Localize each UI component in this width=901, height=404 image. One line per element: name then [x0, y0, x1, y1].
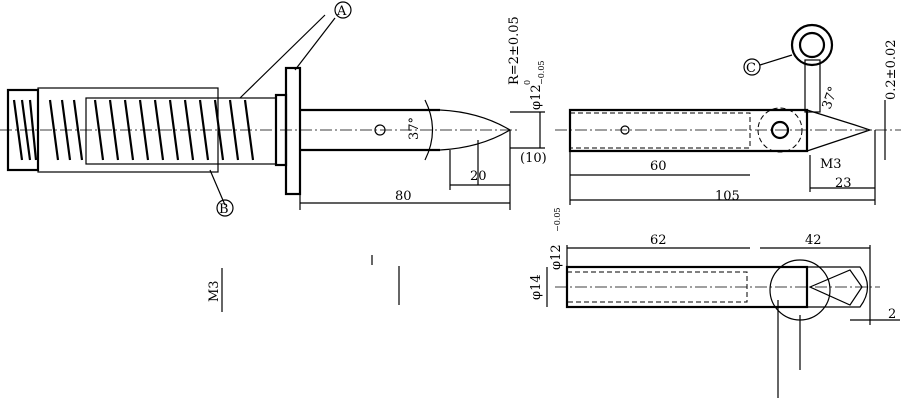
length-80: 80 [395, 189, 412, 204]
diameter-tol-lower: −0.05 [537, 60, 546, 85]
svg-text:B: B [219, 202, 229, 217]
gap-label: 0.2±0.02 [884, 39, 899, 100]
length-23: 23 [835, 176, 852, 191]
callout-b: B [216, 199, 234, 217]
thread-m3: M3 [820, 157, 842, 172]
pin-top-view [555, 23, 901, 205]
svg-text:A: A [336, 4, 347, 19]
offset-2: 2 [888, 307, 896, 322]
svg-text:C: C [746, 61, 756, 76]
spring-coils [12, 99, 255, 161]
diameter-12: φ12 [549, 244, 564, 270]
length-60: 60 [650, 159, 667, 174]
radius-label: R=2±0.05 [507, 16, 522, 85]
spring-housing-assembly [0, 14, 545, 210]
angle-37-right: 37° [820, 85, 842, 112]
callout-c: C [743, 58, 761, 76]
length-105: 105 [715, 189, 740, 204]
diameter-14: φ14 [529, 274, 544, 300]
angle-label: 37° [407, 117, 422, 140]
diameter-label: φ12 [529, 84, 544, 110]
stray-m3-label: M3 [207, 280, 222, 302]
length-10-ref: (10) [520, 151, 547, 166]
length-42: 42 [805, 233, 822, 248]
length-62: 62 [650, 233, 667, 248]
callout-a: A [334, 1, 352, 19]
pin-bottom-view [546, 245, 900, 398]
length-20: 20 [470, 169, 487, 184]
diameter-12-tol: −0.05 [553, 207, 562, 232]
diameter-tol-upper: 0 [523, 80, 532, 85]
